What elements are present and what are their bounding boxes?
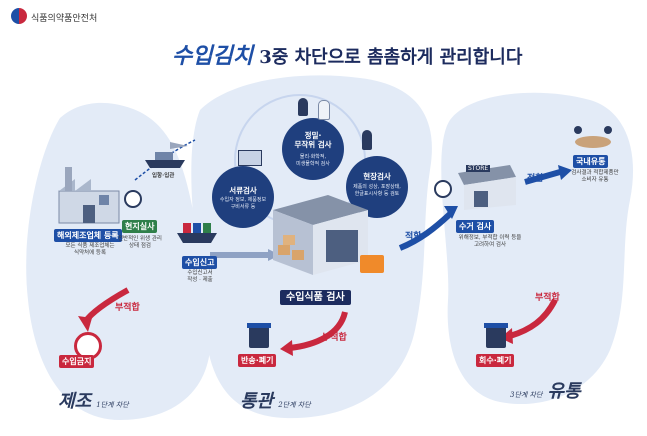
mfg-caption-big: 제조 — [58, 391, 92, 412]
flow-arrow-conforming-2 — [524, 169, 561, 185]
registration-desc: 모든 식품 제조업체는 식약처에 등록 — [65, 243, 115, 256]
store-icon — [458, 165, 516, 210]
lab-person-icon — [318, 100, 330, 120]
inspection-magnifier-icon — [434, 180, 452, 198]
recall-bin-icon — [484, 323, 508, 348]
ship-plane-icon — [145, 142, 188, 168]
dining-people-icon — [574, 126, 612, 148]
store-sign: STORE — [466, 165, 491, 172]
flow-arrow-onsite-to-customs — [134, 139, 196, 181]
agency-name: 식품의약품안전처 — [31, 14, 98, 24]
field-check-desc: 제품의 성상, 포장상태, 한글표시사항 등 검토 — [353, 184, 401, 197]
forklift-icon — [360, 255, 384, 273]
flow-arrow-nonconforming-dist-head — [500, 328, 513, 344]
collection-check-label: 수거 검사 — [456, 220, 495, 233]
onsite-desc: 전반적인 위생 관리 상태 점검 — [118, 236, 162, 249]
customs-caption: 통관 2단계 차단 — [240, 387, 311, 413]
dist-caption-big: 유통 — [547, 381, 581, 402]
onsite-label: 현지실사 — [122, 220, 158, 233]
ship-plane-label: 입항·입관 — [152, 173, 175, 179]
collection-check-desc: 위해정보, 부적합 이력 등을 고려하여 검사 — [458, 235, 522, 248]
flow-arrow-nonconforming-customs — [289, 311, 348, 351]
document-check-circle — [212, 166, 274, 228]
registration-label: 해외제조업체 등록 — [54, 229, 122, 242]
declaration-desc: 수입신고서 작성 · 제출 — [187, 270, 213, 283]
magnifier-icon — [124, 190, 142, 208]
field-check-label: 현장검사 — [363, 172, 391, 181]
precision-check-circle — [282, 118, 344, 180]
document-check-label: 서류검사 — [229, 186, 257, 195]
trash-bin-icon — [247, 323, 271, 348]
dist-nonconforming-label: 부적합 — [535, 293, 560, 303]
recall-label: 회수·폐기 — [476, 354, 515, 367]
dist-caption: 3단계 차단 유통 — [510, 377, 581, 403]
factory-icon — [58, 167, 120, 224]
title-rest: 3중 차단으로 촘촘하게 관리합니다 — [259, 47, 523, 68]
field-person-icon — [362, 130, 372, 150]
domestic-desc: 검사결과 적합제품만 소비자 유통 — [571, 170, 619, 183]
mfg-caption: 제조 1단계 차단 — [58, 387, 129, 413]
customs-conforming-label: 적합 — [405, 232, 422, 242]
dist-conforming-label: 적합 — [527, 174, 544, 184]
mfg-caption-small: 1단계 차단 — [96, 401, 129, 409]
inspector-person-icon — [298, 98, 308, 116]
customs-caption-small: 2단계 차단 — [278, 401, 311, 409]
mfg-nonconforming-label: 부적합 — [115, 303, 140, 313]
declaration-label: 수입신고 — [182, 256, 218, 269]
document-check-desc: 수입자 정보, 제품정보 구비서류 등 — [219, 197, 267, 210]
title-script: 수입김치 — [172, 43, 253, 69]
warehouse-icon — [273, 195, 368, 275]
flow-arrow-conforming-2-head — [558, 165, 572, 180]
flow-arrow-nonconforming-customs-head — [280, 340, 293, 356]
flow-arrow-conforming-1-head — [444, 206, 458, 219]
page-title: 수입김치 3중 차단으로 촘촘하게 관리합니다 — [172, 38, 522, 70]
flow-arrow-conforming-1 — [398, 211, 453, 251]
cargo-ship-icon — [177, 223, 217, 243]
customs-caption-big: 통관 — [240, 391, 274, 412]
monitor-icon — [238, 150, 262, 166]
flow-arrow-nonconforming-mfg-head — [78, 316, 92, 332]
flow-arrow-nonconforming-dist — [509, 298, 558, 339]
precision-check-label: 정밀· 무작위 검사 — [294, 131, 332, 149]
domestic-label: 국내유통 — [573, 155, 609, 168]
precision-check-desc: 물리·화학적, 미생물학적 검사 — [296, 154, 330, 167]
return-label: 반송·폐기 — [238, 354, 277, 367]
government-emblem-icon — [11, 8, 27, 24]
customs-nonconforming-label: 부적합 — [322, 333, 347, 343]
ban-label: 수입금지 — [59, 355, 95, 368]
import-check-label: 수입식품 검사 — [280, 290, 351, 305]
dist-caption-small: 3단계 차단 — [510, 391, 543, 399]
